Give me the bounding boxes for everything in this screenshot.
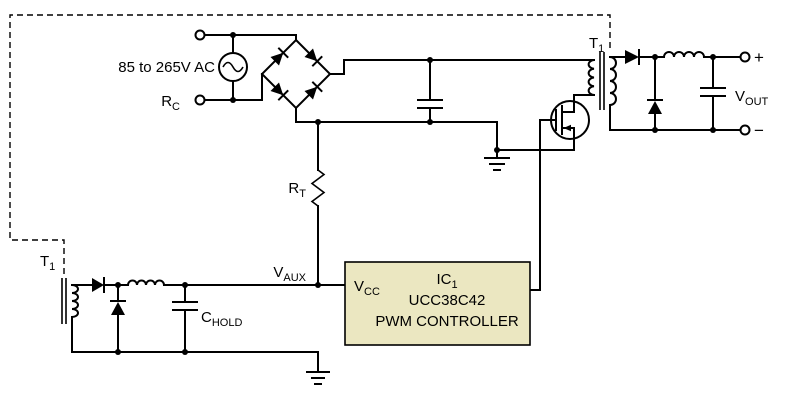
dc-plus-rail	[329, 59, 595, 75]
wire-segment	[203, 34, 297, 41]
mosfet	[494, 94, 595, 291]
bridge-rectifier	[260, 38, 332, 110]
dashed-coupling-path	[9, 14, 611, 276]
ac-source-icon	[218, 52, 248, 82]
transformer-t1-main: T1	[587, 35, 617, 110]
rc-label: RC	[161, 93, 180, 113]
cap-plates	[417, 99, 443, 109]
junction-dot	[427, 57, 433, 63]
dc-bus	[295, 57, 595, 171]
junction-dot	[230, 32, 236, 38]
junction-dot	[315, 282, 321, 288]
ic-part-number-label: UCC38C42	[409, 292, 486, 309]
ac-input-section: 85 to 265V AC RC	[118, 29, 297, 113]
chold-label: CHOLD	[201, 309, 242, 329]
diode-triangle	[625, 50, 639, 64]
junction-dot	[710, 54, 716, 60]
diode-triangle	[111, 302, 125, 315]
dc-minus-rail	[295, 107, 498, 123]
transformer-core	[599, 52, 605, 110]
diode-bar	[277, 47, 289, 59]
aux-winding-icon	[71, 284, 79, 318]
sine-wave-icon	[222, 61, 244, 73]
aux-transformer-core	[61, 278, 67, 324]
vout-label: VOUT	[735, 88, 769, 108]
rt-label: RT	[288, 180, 306, 200]
input-terminal-top	[194, 29, 206, 41]
primary-winding-icon	[587, 59, 595, 96]
t1-aux-label: T1	[40, 253, 55, 273]
output-terminal-minus	[739, 124, 751, 136]
diode-bar	[311, 81, 323, 93]
ground-bars	[306, 371, 330, 385]
junction-dot	[182, 282, 188, 288]
ground-symbol-bottom	[306, 371, 330, 385]
aux-catch-diode-icon	[110, 284, 126, 353]
aux-return-rail	[71, 316, 319, 373]
pwm-controller-ic: VCC IC1 UCC38C42 PWM CONTROLLER	[344, 261, 531, 346]
junction-dot	[115, 282, 121, 288]
cap-plates	[700, 87, 726, 97]
aux-inductor-icon	[127, 279, 165, 286]
plus-label: +	[754, 48, 764, 67]
cap-plates	[172, 301, 198, 311]
output-return-rail	[609, 104, 742, 131]
diode-triangle	[648, 101, 662, 114]
aux-rectifier-diode-icon	[92, 277, 105, 293]
junction-dot	[115, 349, 121, 355]
junction-dot	[652, 54, 658, 60]
chold-capacitor-icon	[172, 284, 198, 353]
output-inductor-icon	[663, 51, 705, 58]
input-terminal-bottom	[194, 94, 206, 106]
wire-segment	[203, 73, 263, 101]
junction-dot	[182, 349, 188, 355]
diode-triangle	[92, 278, 104, 292]
ac-input-label: 85 to 265V AC	[118, 59, 215, 76]
rectifier-diode-icon	[625, 49, 640, 65]
diode-bar	[277, 89, 289, 101]
secondary-winding-icon	[609, 56, 617, 106]
gate-drive-wire	[529, 119, 557, 291]
minus-label: −	[754, 121, 764, 140]
vaux-label: VAUX	[273, 264, 306, 284]
bridge-frame	[260, 38, 332, 110]
catch-diode-icon	[647, 56, 663, 131]
output-capacitor-icon	[700, 56, 726, 131]
junction-dot	[427, 119, 433, 125]
output-terminal-plus	[739, 51, 751, 63]
diode-bar	[311, 55, 323, 67]
ic-vcc-pin-label: VCC	[354, 278, 380, 298]
aux-supply-section: T1 CHOLD VAUX	[40, 253, 346, 385]
mosfet-circle-icon	[550, 100, 590, 140]
mosfet-inner-leads	[561, 111, 575, 129]
ground-bars	[484, 157, 510, 171]
junction-dot	[230, 97, 236, 103]
junction-dot	[652, 127, 658, 133]
t1-main-label: T1	[589, 35, 604, 55]
junction-dot	[494, 147, 500, 153]
bulk-capacitor-icon	[417, 59, 443, 123]
mosfet-arrow-icon	[563, 124, 571, 132]
ic-designator-label: IC1	[436, 271, 457, 291]
resistor-zigzag-icon	[310, 169, 326, 207]
ground-symbol-mid	[484, 121, 510, 171]
startup-resistor: RT	[288, 121, 326, 286]
junction-dot	[710, 127, 716, 133]
output-stage: + − VOUT	[609, 48, 769, 140]
ic-function-label: PWM CONTROLLER	[375, 313, 519, 330]
ic-body	[344, 261, 531, 346]
